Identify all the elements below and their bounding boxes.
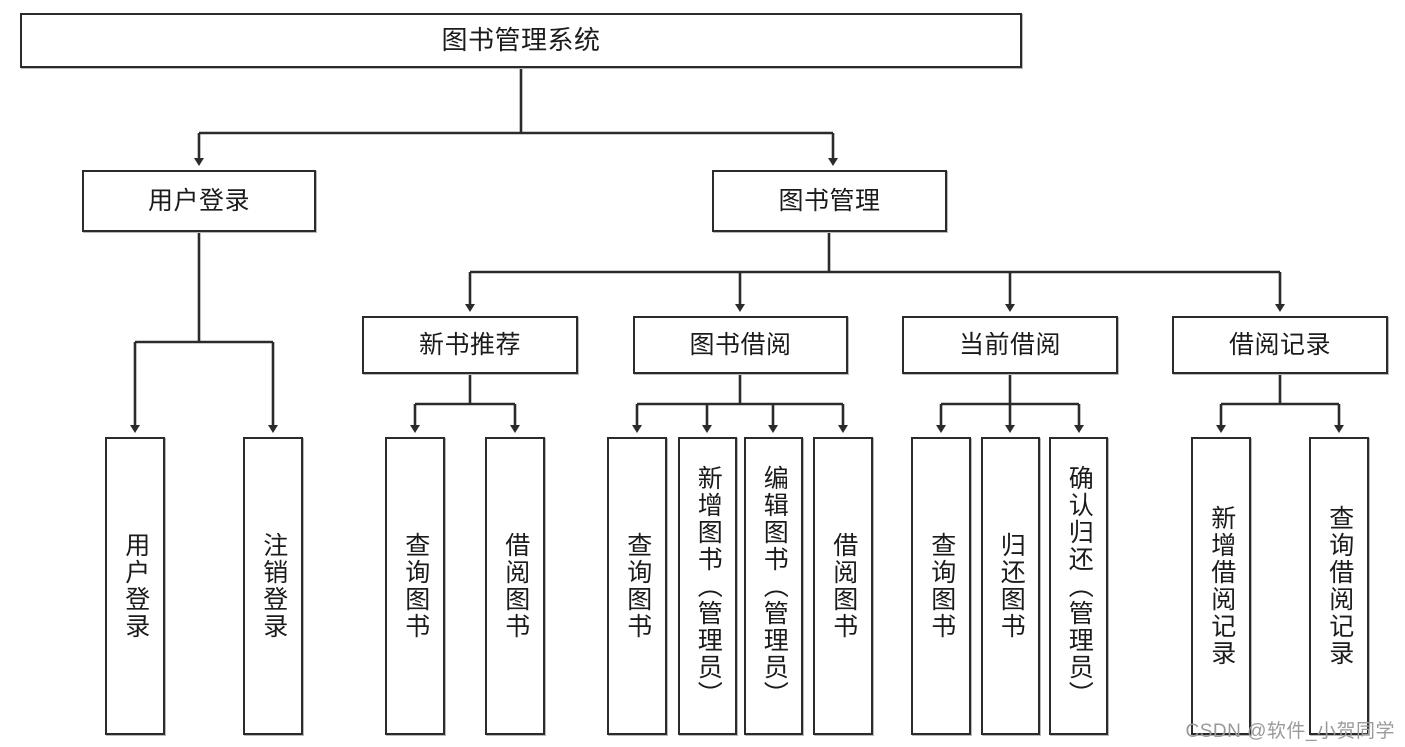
node-label: 编辑图书（管理员）: [760, 464, 789, 708]
node-user-login[interactable]: 用户登录: [82, 170, 316, 232]
leaf-borrow-book-borrow[interactable]: 借阅图书: [813, 437, 873, 735]
node-label: 查询借阅记录: [1325, 505, 1354, 667]
node-label: 当前借阅: [958, 331, 1061, 359]
leaf-query-borrow-record[interactable]: 查询借阅记录: [1309, 437, 1369, 735]
node-label: 借阅记录: [1228, 331, 1331, 359]
node-label: 图书借阅: [689, 331, 792, 359]
leaf-query-book-borrow[interactable]: 查询图书: [607, 437, 667, 735]
node-current-borrow[interactable]: 当前借阅: [902, 316, 1118, 374]
node-label: 查询图书: [623, 532, 652, 640]
node-new-book-rec[interactable]: 新书推荐: [362, 316, 578, 374]
node-label: 图书管理系统: [441, 24, 601, 55]
leaf-borrow-book-new-rec[interactable]: 借阅图书: [485, 437, 545, 735]
leaf-logout-login[interactable]: 注销登录: [243, 437, 303, 735]
node-label: 用户登录: [121, 532, 150, 640]
node-label: 归还图书: [997, 532, 1026, 640]
node-book-manage[interactable]: 图书管理: [712, 170, 947, 232]
node-label: 图书管理: [778, 187, 881, 215]
leaf-query-book-current[interactable]: 查询图书: [911, 437, 971, 735]
node-label: 确认归还（管理员）: [1065, 464, 1094, 708]
csdn-watermark: CSDN @软件_小贺同学: [1185, 721, 1395, 742]
node-label: 新书推荐: [418, 331, 521, 359]
node-label: 查询图书: [401, 532, 430, 640]
node-root-system[interactable]: 图书管理系统: [20, 13, 1022, 68]
node-label: 查询图书: [927, 532, 956, 640]
node-label: 新增图书（管理员）: [694, 464, 723, 708]
leaf-user-login[interactable]: 用户登录: [105, 437, 165, 735]
node-borrow-record[interactable]: 借阅记录: [1172, 316, 1388, 374]
leaf-query-book-new-rec[interactable]: 查询图书: [385, 437, 445, 735]
node-label: 新增借阅记录: [1207, 505, 1236, 667]
node-label: 借阅图书: [501, 532, 530, 640]
leaf-edit-book-admin[interactable]: 编辑图书（管理员）: [744, 437, 803, 735]
node-label: 借阅图书: [829, 532, 858, 640]
node-label: 用户登录: [147, 187, 250, 215]
node-book-borrow[interactable]: 图书借阅: [633, 316, 848, 374]
leaf-return-book[interactable]: 归还图书: [981, 437, 1040, 735]
leaf-confirm-return-admin[interactable]: 确认归还（管理员）: [1049, 437, 1108, 735]
leaf-add-borrow-record[interactable]: 新增借阅记录: [1191, 437, 1251, 735]
node-label: 注销登录: [259, 532, 288, 640]
leaf-add-book-admin[interactable]: 新增图书（管理员）: [678, 437, 737, 735]
